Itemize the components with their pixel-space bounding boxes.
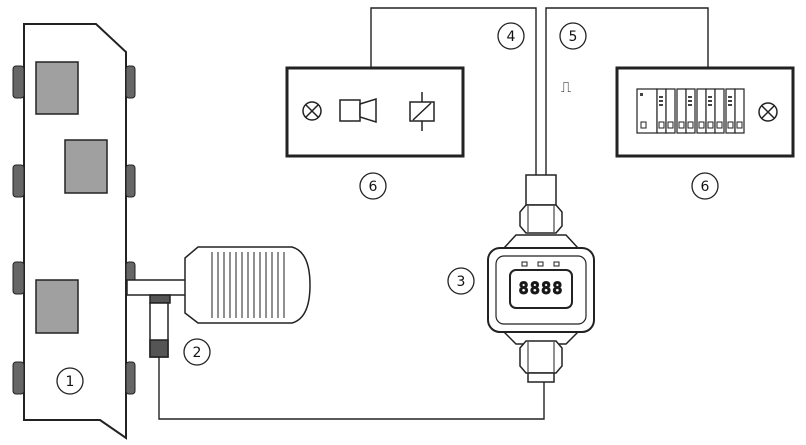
callout-5-label: 5: [569, 29, 578, 45]
signal-wires: [158, 7, 709, 420]
callout-6-right-label: 6: [701, 179, 710, 195]
wire-4: [370, 7, 537, 175]
display-readout: 8888: [519, 279, 564, 299]
callout-1-label: 1: [66, 374, 75, 390]
callout-6-left-label: 6: [369, 179, 378, 195]
callout-6-left: 6: [359, 172, 387, 200]
horn-icon: [339, 97, 377, 124]
callout-4-label: 4: [507, 29, 516, 45]
callout-3: 3: [447, 267, 475, 295]
callout-1: 1: [56, 367, 84, 395]
lamp-icon: [758, 102, 778, 122]
pulse-symbol: ⎍: [561, 78, 572, 96]
wire-5: [545, 7, 709, 175]
relay-coil-icon: [409, 92, 435, 131]
callout-2: 2: [183, 338, 211, 366]
wire-sensor: [158, 357, 545, 420]
sensor-icon: [149, 302, 169, 358]
callout-5: 5: [559, 22, 587, 50]
callout-2-label: 2: [193, 345, 202, 361]
plc-unit-box: [615, 66, 795, 158]
lamp-icon: [302, 101, 322, 121]
signal-output-box: [285, 66, 465, 158]
callout-3-label: 3: [457, 274, 466, 290]
plc-modules-icon: [636, 88, 745, 134]
motor-icon: [126, 246, 311, 324]
monitor-device: 8888: [487, 174, 595, 383]
callout-4: 4: [497, 22, 525, 50]
belt-conveyor-icon: [12, 23, 136, 440]
callout-6-right: 6: [691, 172, 719, 200]
